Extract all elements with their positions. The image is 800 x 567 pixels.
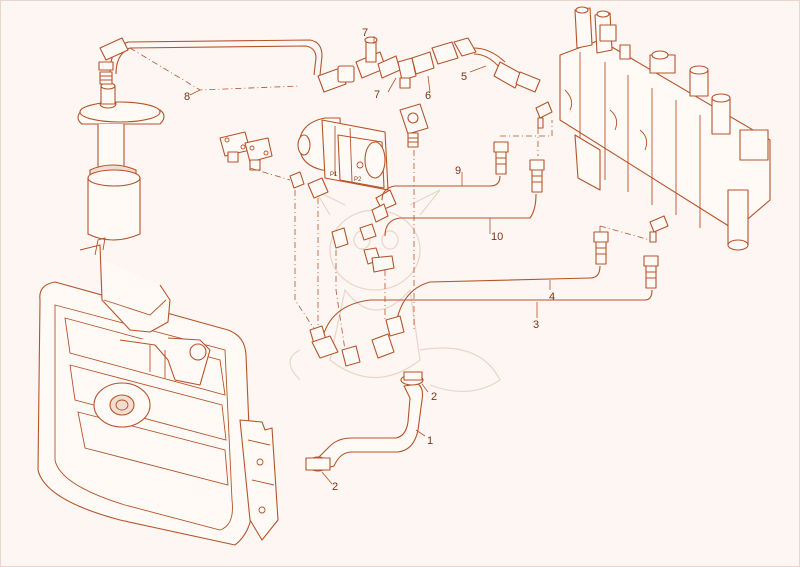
hose-lines (321, 175, 653, 341)
callout-6: 6 (425, 90, 431, 102)
leader-lines (189, 36, 551, 485)
pressure-line-fittings (493, 141, 659, 289)
pump-port-label-p2: P2 (354, 177, 362, 183)
pump-port-label-p1: P1 (330, 172, 338, 178)
suction-hose (305, 371, 424, 472)
callout-4: 4 (549, 291, 555, 303)
callout-3: 3 (533, 319, 539, 331)
hose-8 (98, 37, 323, 85)
callout-7-bottom: 7 (374, 89, 380, 101)
front-grille-assembly (37, 237, 279, 546)
control-valve-bank (559, 6, 771, 251)
callout-7-top: 7 (362, 27, 368, 39)
callout-5: 5 (461, 71, 467, 83)
hydraulic-pump: P1 P2 (297, 117, 389, 191)
hydraulic-tank (77, 82, 165, 241)
callout-2-upper: 2 (431, 391, 437, 403)
pump-flanges (219, 131, 273, 171)
callout-2-lower: 2 (332, 481, 338, 493)
callout-8: 8 (184, 91, 190, 103)
tee-fittings (317, 36, 541, 93)
valve-block (399, 103, 429, 148)
callout-labels: 8 7 7 6 5 9 10 4 3 2 1 2 (184, 27, 555, 493)
suction-fittings (309, 315, 405, 367)
callout-1: 1 (427, 435, 433, 447)
watermark-mascot (289, 188, 501, 393)
callout-9: 9 (455, 165, 461, 177)
callout-10: 10 (491, 231, 503, 243)
pump-outlet-fittings (289, 171, 397, 273)
valve-fittings (535, 101, 669, 243)
